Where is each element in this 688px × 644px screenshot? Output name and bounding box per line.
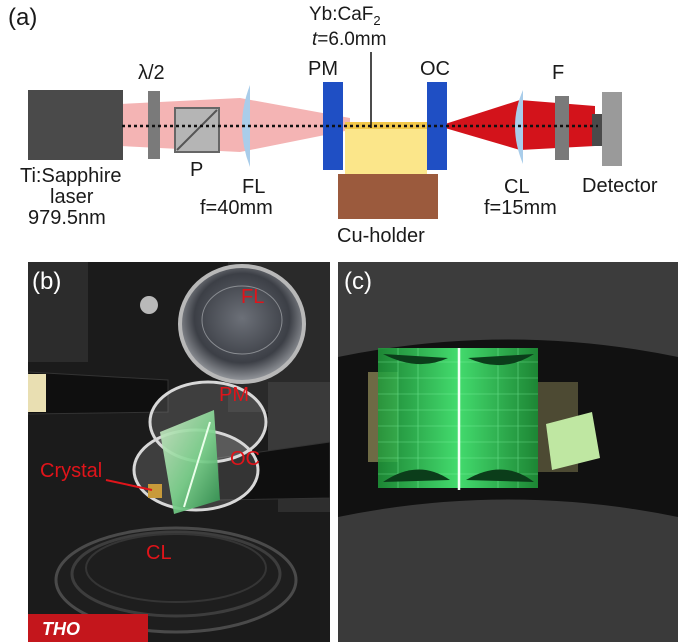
crystal-label-line1: Yb:CaF2 — [309, 4, 381, 28]
brand-strip — [28, 614, 148, 642]
detector-face — [592, 114, 602, 146]
photo-label-oc: OC — [230, 448, 260, 470]
glowing-chip — [546, 412, 600, 470]
bottom-clamp — [338, 499, 678, 642]
half-wave-label: λ/2 — [138, 62, 165, 84]
top-clamp — [338, 262, 678, 357]
laser-label-line1: Ti:Sapphire — [20, 165, 122, 187]
filter-label: F — [552, 62, 565, 84]
photo-label-crystal: Crystal — [40, 460, 103, 482]
panel-b-photo: (b) FL PM OC Crystal CL THO — [28, 262, 330, 642]
laser-label-line3: 979.5nm — [28, 207, 106, 229]
panel-a-label: (a) — [8, 4, 38, 31]
cu-holder — [338, 174, 438, 219]
dark-lobe-top-left — [383, 354, 448, 365]
focusing-lens-label: FL — [242, 176, 266, 198]
focusing-lens-focal: f=40mm — [200, 197, 273, 219]
dark-lobe-bottom-right — [466, 469, 534, 482]
detector-body — [602, 92, 622, 166]
laser-trace — [183, 421, 211, 508]
panel-c-label: (c) — [344, 268, 372, 295]
laser-label-line2: laser — [50, 186, 94, 208]
panel-c-photo: (c) — [338, 262, 678, 642]
dark-lobe-top-right — [468, 354, 534, 366]
output-coupler-label: OC — [420, 58, 450, 80]
panel-c-photo-drawing — [338, 262, 678, 642]
holder-arm-left — [28, 371, 169, 415]
cl-lens-mount — [54, 526, 298, 634]
panel-b-photo-drawing — [28, 262, 330, 642]
detector-label: Detector — [582, 175, 658, 197]
brand-text: THO — [42, 619, 80, 639]
collimating-lens-label: CL — [504, 176, 530, 198]
copper-tab — [148, 484, 162, 498]
crystal-label-line2: t=6.0mm — [312, 29, 387, 50]
ti-sapphire-laser-box — [28, 90, 123, 160]
polarizer-label: P — [190, 159, 204, 181]
photo-label-fl: FL — [241, 286, 265, 308]
fl-lens — [178, 264, 306, 384]
filter — [555, 96, 569, 160]
screw — [140, 296, 158, 314]
cu-holder-label: Cu-holder — [337, 225, 425, 247]
dark-lobe-bottom-left — [383, 469, 450, 482]
pump-mirror-label: PM — [308, 58, 338, 80]
setup-schematic — [28, 52, 622, 219]
photo-label-pm: PM — [219, 384, 249, 406]
photo-label-cl: CL — [146, 542, 172, 564]
crystal-block — [345, 122, 427, 174]
panel-b-label: (b) — [32, 268, 62, 295]
focusing-lens — [242, 85, 250, 167]
collimating-lens-focal: f=15mm — [484, 197, 557, 219]
polarizer-cube — [174, 107, 220, 153]
holder-tip-left — [28, 374, 46, 412]
